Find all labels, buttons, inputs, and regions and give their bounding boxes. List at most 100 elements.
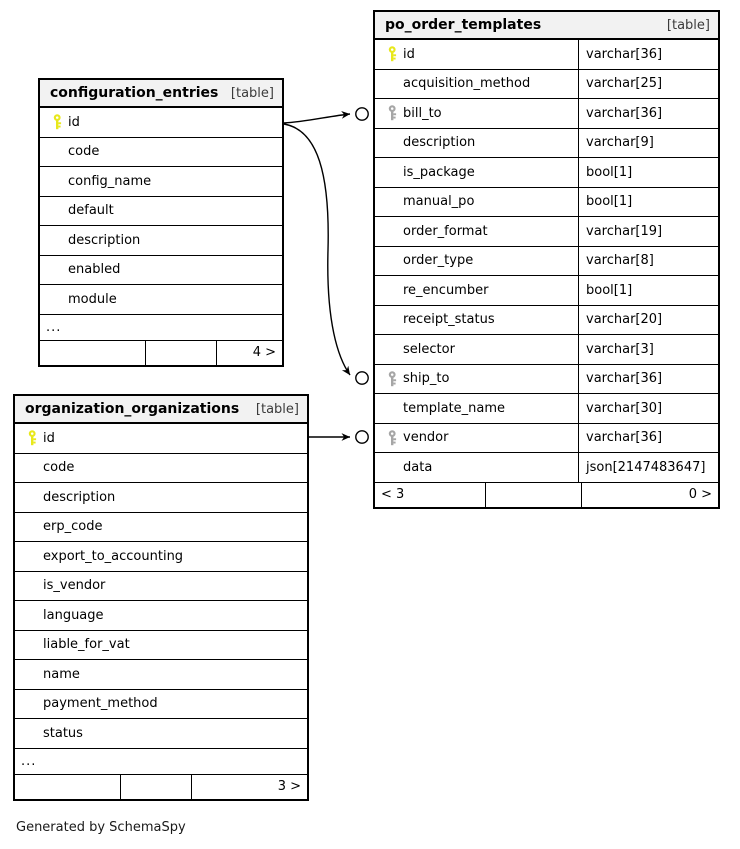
table-row[interactable]: name	[15, 660, 307, 690]
footer-prev-link[interactable]	[15, 775, 120, 799]
column-type: json[2147483647]	[586, 459, 706, 475]
table-row[interactable]: erp_code	[15, 513, 307, 542]
column-type: varchar[36]	[586, 105, 663, 121]
table-row[interactable]: status	[15, 719, 307, 749]
column-type-cell: varchar[3]	[578, 335, 718, 364]
table-kind-label: [table]	[255, 401, 299, 417]
footer-next-link[interactable]: 4 >	[216, 340, 282, 365]
column-name-cell: status	[15, 719, 307, 748]
foreign-key-icon	[383, 370, 403, 387]
table-row[interactable]: config_name	[40, 167, 282, 197]
edge-endpoint-zero-marker	[355, 371, 369, 385]
column-name-cell: export_to_accounting	[15, 542, 307, 571]
column-name-cell: enabled	[40, 256, 282, 285]
column-type: varchar[20]	[586, 312, 663, 328]
column-label: acquisition_method	[403, 76, 531, 92]
column-type-cell: bool[1]	[578, 187, 718, 216]
column-label: selector	[403, 341, 455, 357]
more-columns-ellipsis: ...	[15, 749, 307, 775]
column-name-cell: re_encumber	[375, 276, 578, 305]
column-type: varchar[8]	[586, 253, 654, 269]
column-type-cell: varchar[36]	[578, 99, 718, 128]
column-name-cell: order_type	[375, 247, 578, 276]
table-row[interactable]: acquisition_method varchar[25]	[375, 69, 718, 99]
column-name-cell: name	[15, 660, 307, 689]
table-row[interactable]: data json[2147483647]	[375, 453, 718, 483]
table-row[interactable]: description	[40, 226, 282, 256]
column-type-cell: varchar[25]	[578, 69, 718, 98]
table-row[interactable]: id	[40, 108, 282, 138]
table-row[interactable]: id varchar[36]	[375, 40, 718, 70]
column-name-cell: vendor	[375, 424, 578, 453]
column-name-cell: receipt_status	[375, 306, 578, 335]
table-row[interactable]: payment_method	[15, 690, 307, 719]
column-type: bool[1]	[586, 164, 633, 180]
table-row[interactable]: order_type varchar[8]	[375, 246, 718, 276]
footer-next-link[interactable]: 3 >	[191, 774, 307, 799]
table-row[interactable]: description varchar[9]	[375, 128, 718, 158]
column-type: bool[1]	[586, 282, 633, 298]
edge-configuration-entries-to-bill-to	[283, 110, 351, 124]
column-name-cell: acquisition_method	[375, 70, 578, 99]
column-name-cell: module	[40, 285, 282, 314]
table-footer-nav: < 3 0 >	[375, 482, 718, 507]
column-name-cell: description	[375, 129, 578, 158]
table-row[interactable]: template_name varchar[30]	[375, 394, 718, 424]
table-row[interactable]: ship_to varchar[36]	[375, 364, 718, 394]
table-row[interactable]: language	[15, 601, 307, 631]
column-type-cell: varchar[19]	[578, 217, 718, 246]
column-label: export_to_accounting	[43, 548, 184, 564]
footer-middle-cell	[120, 774, 191, 799]
table-row[interactable]: code	[40, 138, 282, 167]
column-name-cell: language	[15, 601, 307, 630]
footer-prev-link[interactable]: < 3	[381, 487, 405, 502]
column-name-cell: description	[15, 483, 307, 512]
footer-next-link[interactable]: 0 >	[581, 482, 718, 507]
primary-key-icon	[48, 114, 68, 130]
column-name-cell: manual_po	[375, 188, 578, 217]
table-row[interactable]: receipt_status varchar[20]	[375, 305, 718, 335]
column-type: varchar[36]	[586, 371, 663, 387]
column-name-cell: ship_to	[375, 365, 578, 394]
table-title: configuration_entries	[50, 85, 219, 101]
column-type-cell: varchar[30]	[578, 394, 718, 423]
column-type: varchar[30]	[586, 400, 663, 416]
column-name-cell: template_name	[375, 394, 578, 423]
table-row[interactable]: default	[40, 197, 282, 226]
table-row[interactable]: code	[15, 454, 307, 483]
column-label: code	[43, 460, 75, 476]
column-type-cell: bool[1]	[578, 158, 718, 187]
column-type: varchar[9]	[586, 135, 654, 151]
table-row[interactable]: liable_for_vat	[15, 631, 307, 660]
table-row[interactable]: enabled	[40, 256, 282, 285]
column-type-cell: varchar[36]	[578, 40, 718, 69]
edge-configuration-entries-to-ship-to	[283, 123, 351, 376]
column-label: manual_po	[403, 194, 475, 210]
table-row[interactable]: id	[15, 424, 307, 454]
table-row[interactable]: export_to_accounting	[15, 542, 307, 572]
column-label: description	[43, 489, 116, 505]
table-row[interactable]: manual_po bool[1]	[375, 187, 718, 217]
table-row[interactable]: is_vendor	[15, 572, 307, 601]
footer-prev-link[interactable]	[40, 341, 145, 365]
table-kind-label: [table]	[666, 17, 710, 33]
table-header: configuration_entries [table]	[40, 80, 282, 108]
column-label: data	[403, 459, 433, 475]
column-name-cell: config_name	[40, 167, 282, 196]
column-label: id	[43, 430, 55, 446]
table-row[interactable]: module	[40, 285, 282, 315]
table-row[interactable]: selector varchar[3]	[375, 335, 718, 365]
column-label: description	[68, 232, 141, 248]
column-label: id	[403, 46, 415, 62]
table-row[interactable]: description	[15, 483, 307, 513]
primary-key-icon	[23, 430, 43, 446]
table-row[interactable]: re_encumber bool[1]	[375, 276, 718, 306]
column-label: erp_code	[43, 519, 103, 535]
